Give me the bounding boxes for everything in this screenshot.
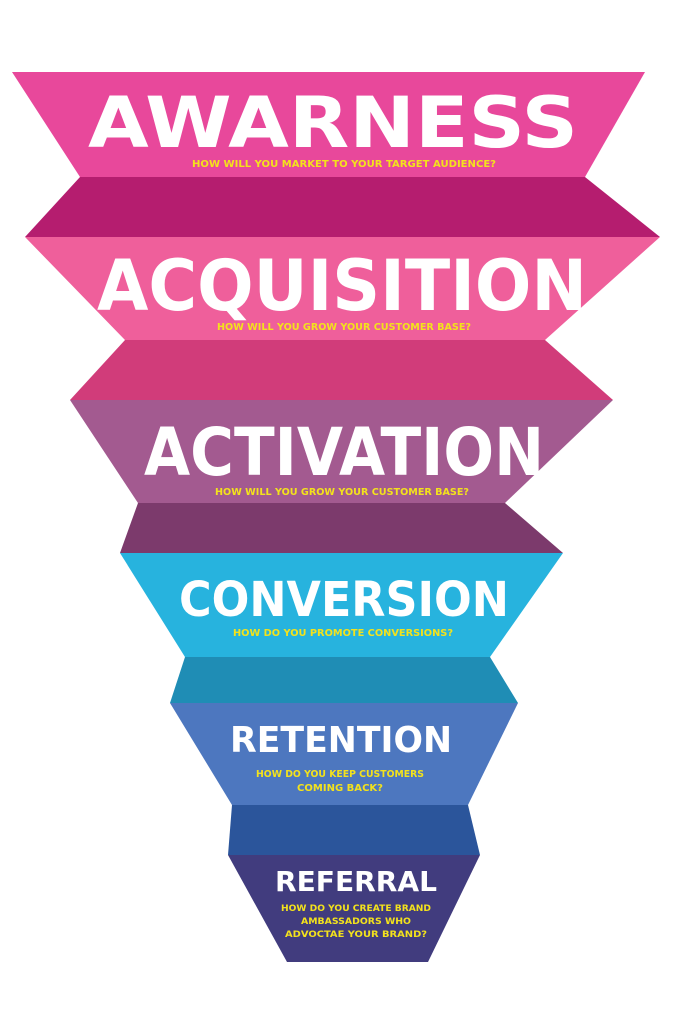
stage-title-awareness: AWARNESS: [88, 82, 578, 164]
stage-band-referral: [228, 855, 480, 962]
stage-band-awareness: [12, 72, 645, 177]
stage-subtitle-awareness: HOW WILL YOU MARKET TO YOUR TARGET AUDIE…: [192, 159, 496, 170]
stage-title-conversion: CONVERSION: [179, 572, 509, 628]
stage-title-activation: ACTIVATION: [144, 414, 544, 491]
stage-band-retention: [170, 703, 518, 805]
stage-band-conversion: [120, 553, 563, 657]
stage-subtitle-activation: HOW WILL YOU GROW YOUR CUSTOMER BASE?: [215, 487, 469, 498]
stage-subtitle-conversion: HOW DO YOU PROMOTE CONVERSIONS?: [233, 628, 453, 639]
stage-subtitle-acquisition: HOW WILL YOU GROW YOUR CUSTOMER BASE?: [217, 322, 471, 333]
ribbon-awareness-acquisition: [25, 177, 660, 237]
stage-subtitle-referral-line3: ADVOCTAE YOUR BRAND?: [285, 930, 427, 940]
stage-subtitle-referral-line1: HOW DO YOU CREATE BRAND: [281, 904, 431, 914]
stage-title-referral: REFERRAL: [275, 865, 437, 898]
stage-title-acquisition: ACQUISITION: [97, 245, 587, 327]
stage-title-retention: RETENTION: [230, 720, 452, 761]
stage-band-activation: [70, 400, 613, 503]
ribbon-conversion-retention: [170, 657, 518, 703]
ribbon-retention-referral: [228, 805, 480, 855]
ribbon-acquisition-activation: [70, 340, 613, 400]
ribbon-activation-conversion: [120, 503, 563, 553]
stage-band-acquisition: [25, 237, 660, 340]
stage-subtitle-referral-line2: AMBASSADORS WHO: [301, 917, 411, 927]
stage-subtitle-retention-line1: HOW DO YOU KEEP CUSTOMERS: [256, 769, 424, 780]
stage-subtitle-retention-line2: COMING BACK?: [297, 783, 383, 794]
